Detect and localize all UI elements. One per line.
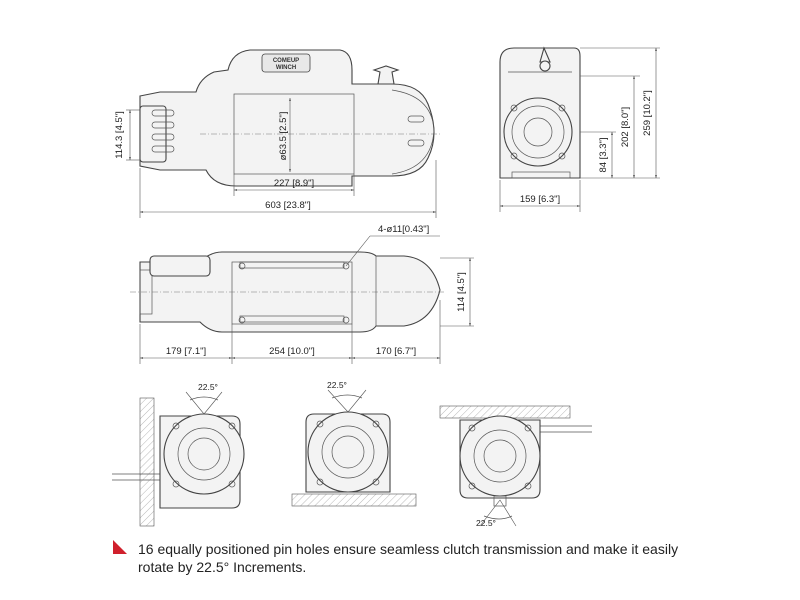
top-view: 4-ø11[0.43"] 114 [4.5"] 179 [7.1"] 254 [… — [130, 224, 474, 364]
dim-drum-length: 227 [8.9"] — [274, 178, 314, 189]
dim-end-width: 159 [6.3"] — [520, 194, 560, 205]
logo-line-2: WINCH — [276, 65, 296, 71]
motor-fins — [151, 109, 175, 153]
angle-label-2: 22.5° — [327, 380, 347, 390]
dim-drum-dia: ø63.5 [2.5"] — [278, 112, 289, 161]
rotation-view-2: 22.5° — [291, 380, 417, 507]
dim-side-height: 114.3 [4.5"] — [114, 111, 125, 159]
dim-end-h1: 84 [3.3"] — [598, 137, 609, 172]
rotation-view-3: 22.5° — [439, 405, 592, 528]
dim-end-h3: 259 [10.2"] — [642, 90, 653, 136]
dim-mid-len: 254 [10.0"] — [269, 346, 315, 357]
angle-label-3: 22.5° — [476, 518, 496, 528]
side-view: COMEUP WINCH 114.3 [4.5"] ø63.5 [2.5"] 2… — [114, 49, 440, 218]
caption-text: 16 equally positioned pin holes ensure s… — [138, 541, 679, 575]
angle-label-1: 22.5° — [198, 382, 218, 392]
dim-left-len: 179 [7.1"] — [166, 346, 206, 357]
dim-right-len: 170 [6.7"] — [376, 346, 416, 357]
logo-plate: COMEUP WINCH — [261, 53, 311, 73]
end-view: 159 [6.3"] 84 [3.3"] 202 [8.0"] 259 [10.… — [499, 46, 660, 212]
rotation-view-1: 22.5° — [112, 382, 245, 527]
dim-mount-holes: 4-ø11[0.43"] — [378, 224, 429, 235]
dim-top-height: 114 [4.5"] — [456, 272, 467, 312]
dim-end-h2: 202 [8.0"] — [620, 107, 631, 147]
logo-line-1: COMEUP — [273, 58, 299, 64]
dim-overall-length: 603 [23.8"] — [265, 200, 311, 211]
